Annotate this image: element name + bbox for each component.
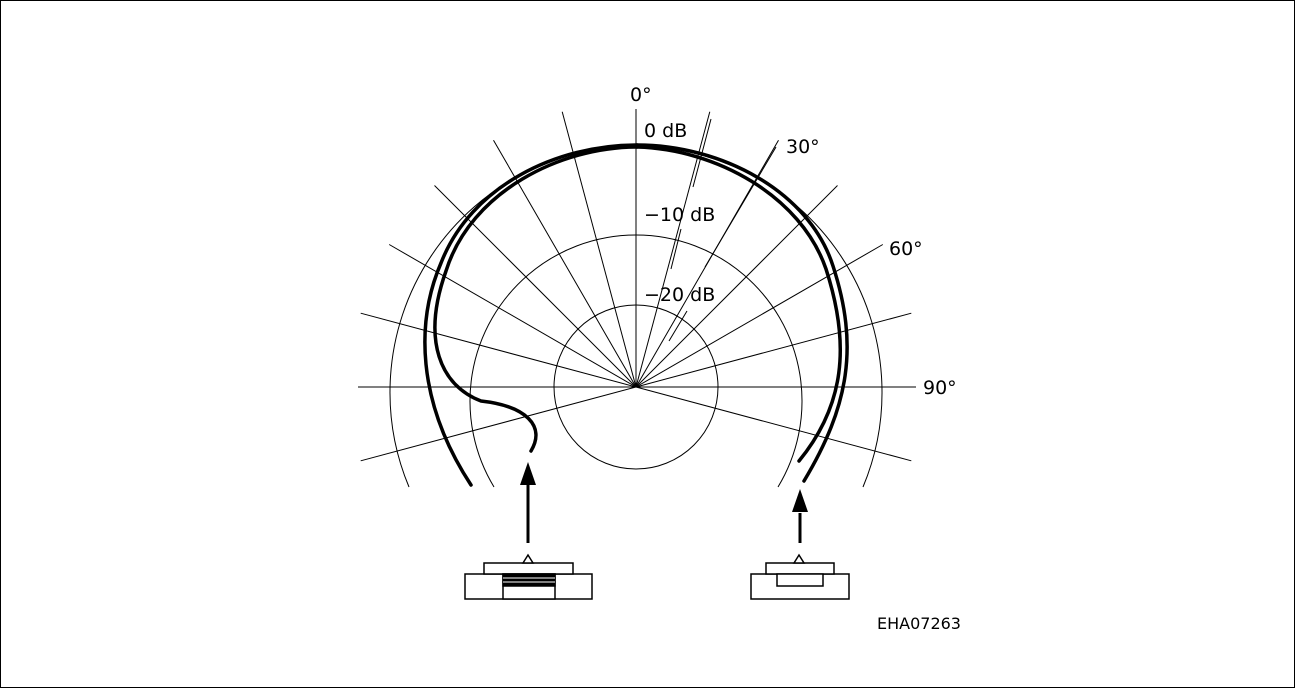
label-60-degrees: 60° <box>889 238 923 260</box>
spoke-60 <box>635 244 884 388</box>
left-pattern-curves <box>423 143 639 487</box>
leader-30 <box>704 146 777 268</box>
label-90-degrees: 90° <box>923 377 957 399</box>
leader-minus-10db <box>670 228 682 270</box>
spoke-105 <box>635 386 912 462</box>
figure-code: EHA07263 <box>877 614 961 633</box>
spoke-minus-45 <box>434 185 637 388</box>
spoke-minus-75 <box>360 312 637 388</box>
spoke-75 <box>635 312 912 388</box>
leader-minus-20db <box>668 310 688 342</box>
right-device-symbol <box>750 553 850 600</box>
right-pattern-inner <box>635 145 843 463</box>
label-minus-10-db: −10 dB <box>644 204 715 226</box>
spoke-45 <box>635 185 838 388</box>
label-0-db: 0 dB <box>644 120 687 142</box>
arrow-left <box>520 462 536 543</box>
left-pattern-outer <box>423 143 639 487</box>
left-device-symbol <box>464 553 593 600</box>
right-pattern-curves <box>635 143 849 483</box>
left-pattern-inner <box>433 145 639 453</box>
spoke-minus-60 <box>388 244 637 388</box>
label-minus-20-db: −20 dB <box>644 284 715 306</box>
right-pattern-outer <box>635 143 849 483</box>
label-0-degrees: 0° <box>630 84 652 106</box>
label-30-degrees: 30° <box>786 136 820 158</box>
arrow-right <box>792 489 808 543</box>
left-device-bars <box>502 573 556 587</box>
spoke-minus-105 <box>360 386 637 462</box>
